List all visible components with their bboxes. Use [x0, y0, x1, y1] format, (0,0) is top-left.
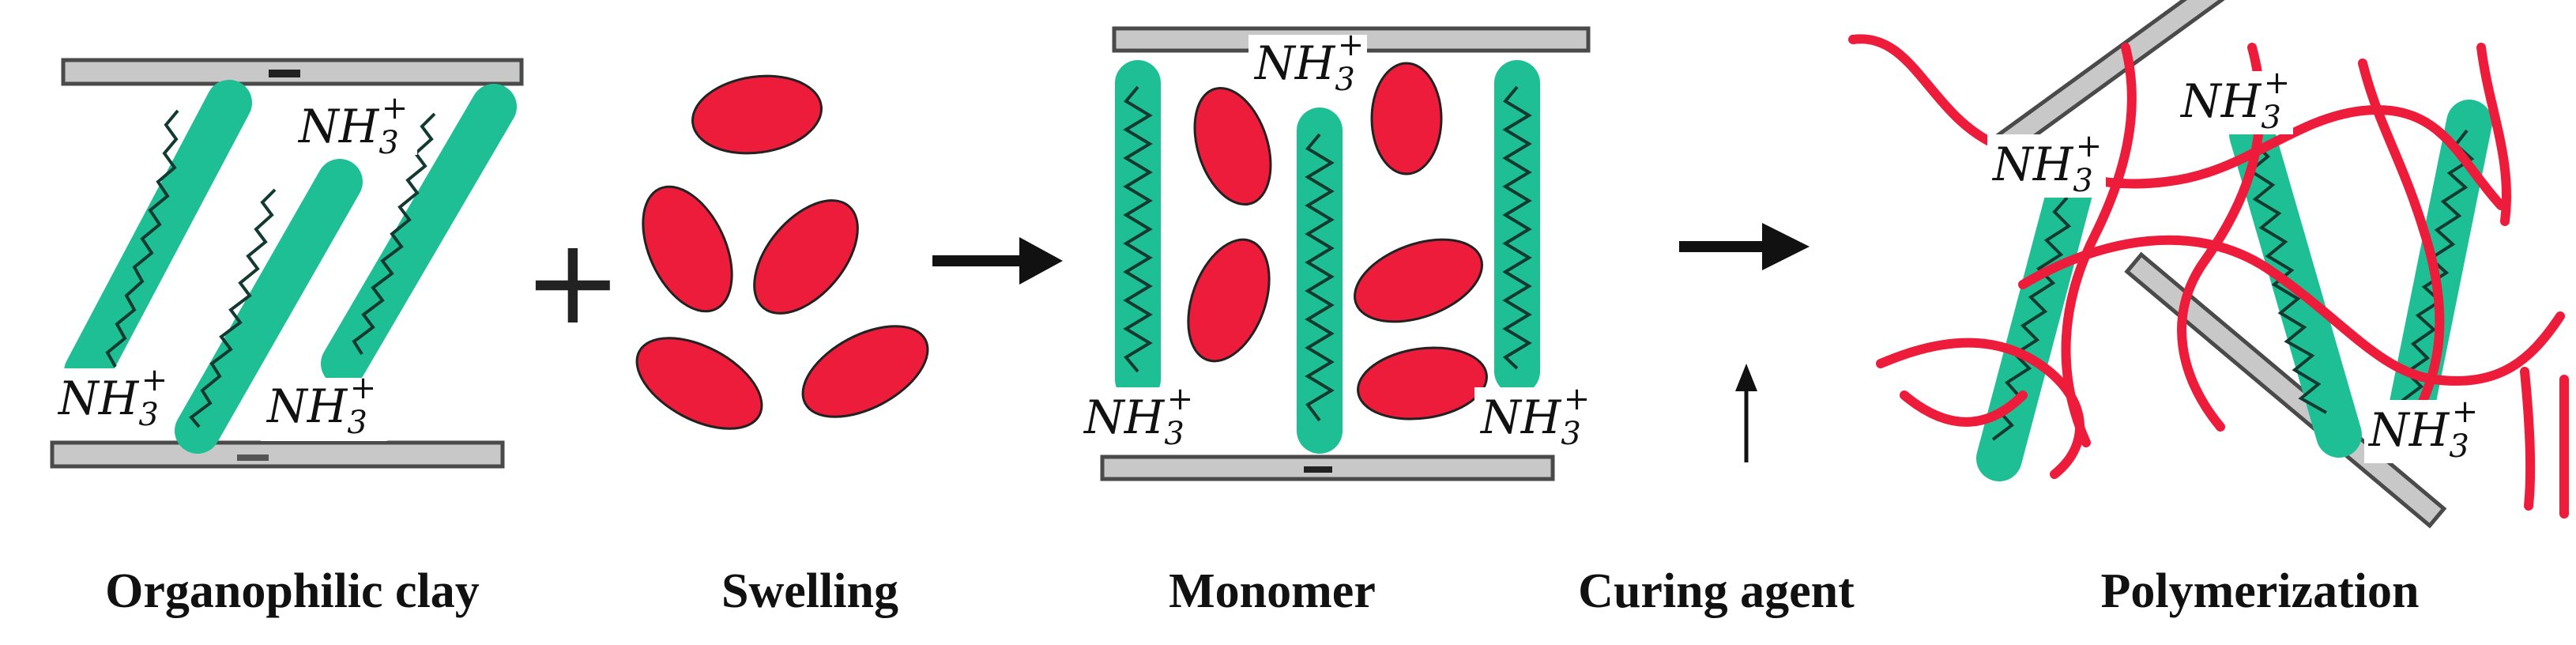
monomer-panel: NH3+ NH3+ NH3+ [1079, 26, 1593, 481]
curing-agent-arrow [1735, 364, 1757, 462]
monomer-ellipse [635, 337, 763, 430]
swelling-panel [635, 74, 929, 430]
stage-label-curing-agent: Curing agent [1578, 564, 1855, 618]
ammonium-label: NH3+ [261, 370, 387, 441]
stage-label-monomer: Monomer [1169, 564, 1376, 618]
negative-charge-mark [237, 455, 269, 461]
monomer-ellipse [691, 74, 823, 155]
surfactant-chain [1115, 60, 1161, 402]
monomer-ellipse [1357, 346, 1488, 421]
ammonium-label: NH3+ [1079, 381, 1198, 452]
svg-text:NH3+: NH3+ [1479, 381, 1590, 452]
svg-text:NH3+: NH3+ [297, 90, 408, 161]
surfactant-chain [1494, 60, 1540, 394]
clay-sheet-top [61, 58, 524, 86]
reaction-arrow [932, 237, 1063, 285]
svg-text:NH3+: NH3+ [57, 362, 168, 433]
ammonium-label: NH3+ [52, 362, 171, 433]
svg-text:NH3+: NH3+ [1253, 27, 1364, 98]
organophilic-clay-panel: NH3+ NH3+ NH3+ [50, 58, 524, 469]
stage-label-swelling: Swelling [721, 564, 898, 618]
ammonium-label: NH3+ [2364, 394, 2483, 465]
ammonium-label: NH3+ [1248, 27, 1367, 98]
ammonium-label: NH3+ [291, 90, 417, 161]
svg-text:NH3+: NH3+ [1083, 381, 1193, 452]
plus-sign: + [523, 213, 623, 351]
surfactant-chain [64, 80, 252, 394]
negative-charge-mark [1304, 466, 1332, 473]
reaction-arrow [1679, 223, 1810, 270]
polymer-network [1848, 34, 2569, 519]
monomer-ellipse [801, 325, 929, 418]
surfactant-chain [1976, 167, 2093, 481]
svg-text:NH3+: NH3+ [266, 370, 376, 441]
monomer-ellipse [1187, 238, 1271, 363]
monomer-ellipse [1193, 86, 1272, 206]
surfactant-chain [1297, 108, 1343, 454]
clay-sheet-bottom [50, 440, 505, 469]
surfactant-chain [175, 159, 363, 454]
stage-label-organophilic-clay: Organophilic clay [105, 564, 480, 618]
monomer-ellipse [642, 185, 733, 313]
svg-text:NH3+: NH3+ [1991, 128, 2102, 199]
ammonium-label: NH3+ [2175, 65, 2293, 136]
monomer-ellipse [1354, 238, 1483, 323]
svg-text:NH3+: NH3+ [2179, 65, 2290, 136]
svg-text:NH3+: NH3+ [2367, 394, 2478, 465]
stage-label-polymerization: Polymerization [2101, 564, 2420, 618]
polymerization-panel: NH3+ NH3+ NH3+ [1848, 0, 2569, 529]
monomer-ellipse [1370, 62, 1443, 175]
ammonium-label: NH3+ [1987, 128, 2106, 199]
ammonium-label: NH3+ [1474, 381, 1593, 452]
monomer-ellipse [753, 199, 859, 315]
negative-charge-mark [269, 70, 300, 77]
